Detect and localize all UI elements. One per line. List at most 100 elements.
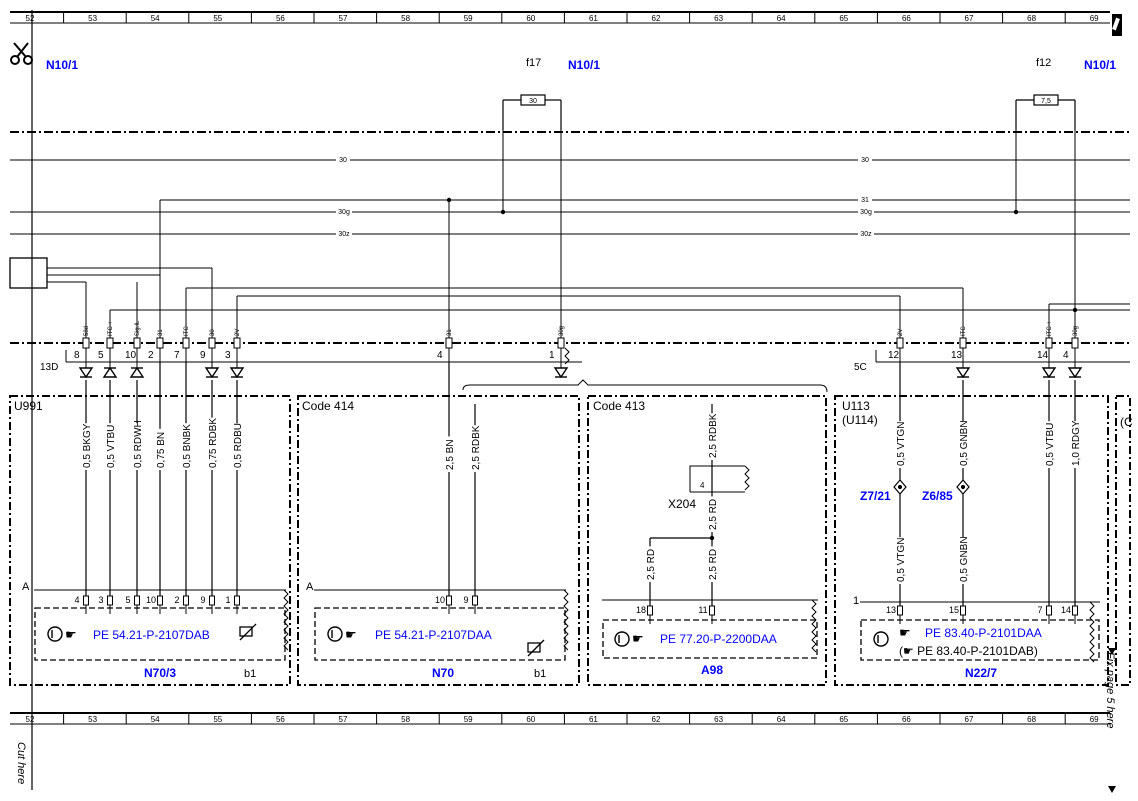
box-u113-terminal: 1: [853, 595, 859, 607]
connector-left-pin: 309: [200, 329, 216, 362]
ref-link-code414[interactable]: PE 54.21-P-2107DAA: [375, 628, 492, 642]
component-pin-number: 2: [174, 595, 179, 605]
bus-30-label-a: 30: [339, 157, 347, 164]
connector-left-pin: ITC - 7: [174, 323, 190, 362]
splice-x204-label: X204: [668, 497, 696, 511]
z-splice-diamonds: [893, 479, 970, 495]
wire-label: 2,5 RD: [708, 499, 719, 530]
component-outlines: [34, 607, 1100, 661]
ruler-tick-label: 61: [589, 715, 598, 724]
connector-right-signal: 30g: [1073, 326, 1079, 336]
connector-right-pin-number: 12: [888, 350, 900, 361]
box-u113-title-alt: (U114): [842, 413, 878, 427]
connector-left-pin: ITC + 5: [98, 321, 114, 362]
wire-label: 2,5 BN: [445, 439, 456, 470]
wire-label: 2,5 RD: [708, 549, 719, 580]
wire-label: 0,5 VTGN: [896, 422, 907, 466]
ruler-tick-label: 62: [652, 715, 661, 724]
component-pin-number: 15: [949, 605, 959, 615]
wire-label: 1,0 RDGY: [1071, 420, 1082, 466]
ruler-tick-label: 55: [213, 14, 222, 23]
connector-left-signal: 2V: [235, 329, 241, 336]
component-pin-number: 1: [225, 595, 230, 605]
wire-label: 0,5 GNBN: [959, 420, 970, 466]
ruler-tick-label: 55: [213, 715, 222, 724]
connector-right-signal: ITC -: [961, 323, 967, 336]
wire-label: 0,5 BNBK: [182, 424, 193, 468]
arrow-down-icon: [1108, 786, 1116, 793]
module-boundary-lines: [10, 131, 1130, 344]
ruler-tick-label: 64: [777, 14, 786, 23]
component-n22-7: N22/7: [965, 666, 997, 680]
bus-30-label-b: 30: [861, 157, 869, 164]
connector-left-pin-number: 5: [98, 350, 104, 361]
ref-link-u113-alt[interactable]: (☛ PE 83.40-P-2101DAB): [899, 644, 1038, 658]
connector-left-signal: ITC +: [108, 321, 114, 336]
splice-pin: 4: [700, 481, 705, 490]
svg-text:☛: ☛: [632, 631, 644, 646]
connector-left-signal: 30: [210, 329, 216, 336]
ruler-tick-label: 67: [965, 715, 974, 724]
box-u113-title: U113: [842, 399, 870, 413]
connector-right-signal: ITC +: [1047, 321, 1053, 336]
ruler-tick-label: 61: [589, 14, 598, 23]
fuse-f17: [502, 94, 562, 130]
ruler-tick-label: 69: [1090, 715, 1099, 724]
ref-link-code413[interactable]: PE 77.20-P-2200DAA: [660, 632, 777, 646]
connector-mid-pin-number: 1: [549, 350, 555, 361]
group-brace: [462, 379, 828, 393]
component-pin-number: 13: [886, 605, 896, 615]
box-code414-terminal: A: [306, 581, 314, 593]
wire-label: 2,5 RDBK: [708, 413, 719, 458]
wire-label: 0,5 RDWH: [133, 420, 144, 468]
bus-30z-label-a: 30z: [338, 231, 350, 238]
ruler-tick-label: 52: [26, 14, 35, 23]
connector-arrow-icon: [204, 367, 220, 379]
component-pin-number: 7: [1037, 605, 1042, 615]
connector-arrow-icon: [129, 366, 145, 378]
diagnostic-icon: [47, 626, 889, 647]
component-pin-number: 11: [698, 605, 707, 615]
ruler-tick-label: 65: [839, 715, 848, 724]
bus-30g-label-a: 30g: [338, 209, 350, 216]
connector-mid-signal: 31: [447, 329, 453, 336]
connector-left-signal: 58d: [84, 326, 90, 336]
wire-label: 0,5 BKGY: [82, 423, 93, 468]
connector-left-pin: 2V3: [225, 329, 241, 362]
connector-left-signal: ITC -: [184, 323, 190, 336]
connector-right-pin: ITC -13: [951, 323, 967, 362]
wire-label: 0,5 RDBU: [233, 423, 244, 468]
cut-here-note: Cut here: [15, 742, 27, 784]
connector-right-name: 5C: [854, 362, 867, 373]
ruler-tick-label: 59: [464, 14, 473, 23]
ruler-tick-label: 53: [88, 14, 97, 23]
break-marks: [283, 347, 1095, 663]
connector-left-pin-number: 7: [174, 350, 180, 361]
box-u991-terminal: A: [22, 581, 30, 593]
ruler-tick-label: 54: [151, 715, 160, 724]
ruler-tick-label: 68: [1027, 715, 1036, 724]
component-a98: A98: [701, 663, 723, 677]
ref-link-u991[interactable]: PE 54.21-P-2107DAB: [93, 628, 210, 642]
connector-arrow-icon: [1067, 367, 1083, 379]
connector-arrow-icon: [102, 366, 118, 378]
arrow-down-icon: [1108, 648, 1116, 655]
connector-arrow-icon: [78, 367, 94, 379]
ruler-tick-label: 58: [401, 715, 410, 724]
splice-z6-85: Z6/85: [922, 489, 953, 503]
wire-label: 0,75 RDBK: [208, 418, 219, 468]
splice-z7-21: Z7/21: [860, 489, 891, 503]
wire-label: 2,5 RDBK: [471, 425, 482, 470]
connector-arrow-icon: [553, 367, 569, 379]
component-pin-number: 4: [74, 595, 79, 605]
wire-label: 0,5 VTGN: [896, 538, 907, 582]
svg-text:☛: ☛: [345, 627, 357, 642]
ref-link-u113[interactable]: PE 83.40-P-2101DAA: [925, 626, 1042, 640]
fuse-1-label: f17: [526, 57, 541, 69]
wire-label: 0,5 VTBU: [1045, 423, 1056, 466]
component-pin-number: 5: [125, 595, 130, 605]
